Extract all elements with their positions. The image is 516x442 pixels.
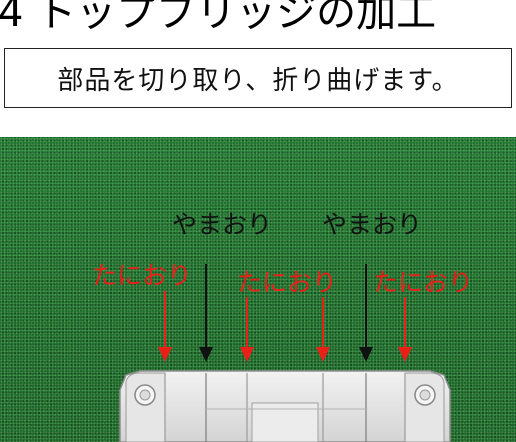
valley-fold-label-3: たにおり (373, 268, 474, 297)
instruction-box: 部品を切り取り、折り曲げます。 (4, 48, 512, 108)
part-photo: やまおり やまおり たにおり たにおり たにおり (0, 137, 516, 442)
valley-fold-arrow-4 (398, 297, 412, 362)
valley-fold-arrow-3 (316, 297, 330, 362)
mountain-fold-arrow-right (359, 264, 373, 362)
instruction-text: 部品を切り取り、折り曲げます。 (57, 65, 459, 96)
mountain-fold-label-right: やまおり (322, 210, 423, 239)
step-heading: 4 トップブリッジの加工 (0, 0, 437, 36)
valley-fold-arrow-2 (240, 297, 254, 362)
valley-fold-arrow-1 (158, 291, 172, 362)
mountain-fold-label-left: やまおり (172, 210, 273, 239)
photo-overlay (119, 264, 451, 442)
valley-fold-label-2: たにおり (237, 268, 338, 297)
mountain-fold-arrow-left (199, 264, 213, 362)
folded-part (119, 370, 451, 442)
valley-fold-label-1: たにおり (92, 261, 193, 290)
